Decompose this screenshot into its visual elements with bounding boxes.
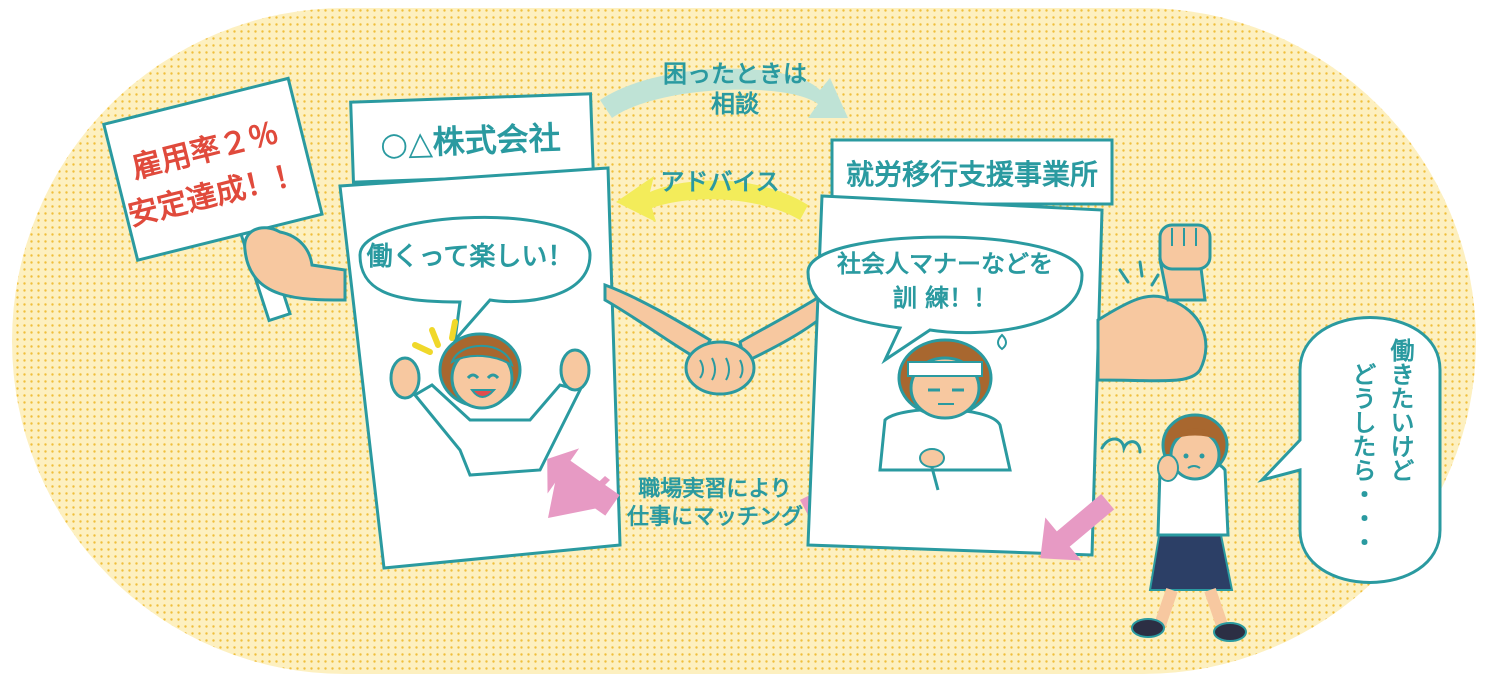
person-bubble-col-2: どうしたら・・・ — [1348, 362, 1376, 554]
person-speech-bubble: 働きたいけど どうしたら・・・ — [1257, 316, 1442, 584]
office-header-board — [830, 138, 1114, 206]
sweat-icon — [997, 333, 1007, 351]
sigh-icon — [1100, 437, 1142, 454]
advice-label: アドバイス — [660, 168, 779, 196]
sparkle-icon — [412, 319, 458, 355]
consult-label-2: 相談 — [711, 90, 760, 118]
matching-label-1: 職場実習により — [638, 476, 792, 502]
sign: 雇用率２％ 安定達成！！ — [101, 76, 324, 323]
company-name: ○△株式会社 — [379, 119, 561, 163]
office-speech-bubble: 社会人マナーなどを 訓 練！！ — [806, 235, 1084, 365]
advice-arrow: アドバイス — [616, 168, 808, 222]
raised-fist-icon — [1118, 223, 1212, 287]
office-bubble-line-2: 訓 練！！ — [893, 284, 997, 312]
happy-employee — [389, 319, 591, 477]
consult-label-1: 困ったときは — [663, 60, 807, 88]
office-name: 就労移行支援事業所 — [846, 158, 1098, 191]
trainer — [878, 333, 1012, 491]
company-left-arm — [243, 226, 347, 302]
worried-person — [1100, 413, 1247, 642]
office-bubble-line-1: 社会人マナーなどを — [837, 250, 1053, 278]
company-bubble-text: 働くって楽しい！ — [366, 242, 574, 272]
handshake-icon — [603, 282, 832, 396]
person-bubble-col-1: 働きたいけど — [1386, 338, 1415, 482]
company-speech-bubble: 働くって楽しい！ — [358, 215, 592, 345]
matching-arrow-left — [547, 448, 620, 518]
consult-arrow: 困ったときは 相談 — [600, 60, 848, 118]
matching-label-2: 仕事にマッチング — [626, 504, 803, 530]
person-arrow — [1040, 494, 1115, 561]
